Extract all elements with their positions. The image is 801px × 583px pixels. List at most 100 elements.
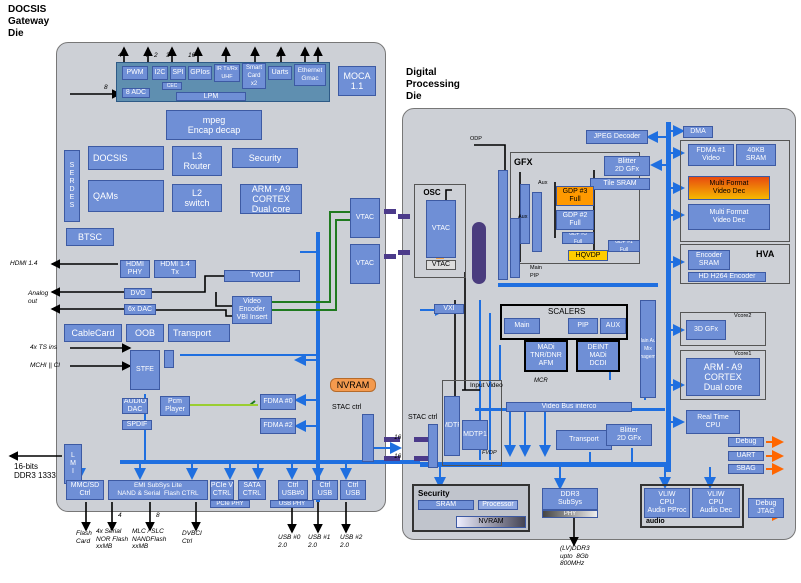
realtime-cpu-block[interactable]: Real Time CPU <box>686 410 740 434</box>
hqvdp-block[interactable]: HQVDP <box>568 250 608 261</box>
btsc-block[interactable]: BTSC <box>66 228 114 246</box>
jpeg-decoder-block[interactable]: JPEG Decoder <box>586 130 648 144</box>
vtac-top-block[interactable]: VTAC <box>350 198 380 238</box>
nvram-right-block[interactable]: NVRAM <box>456 516 526 528</box>
usb0-ctrl-block[interactable]: Ctrl USB#0 <box>278 480 308 500</box>
blitter-bottom-block[interactable]: Blitter 2D GFx <box>606 424 652 446</box>
mpeg-block[interactable]: mpeg Encap decap <box>166 110 262 140</box>
gdp3-full-block[interactable]: GDP #3 Full <box>556 186 594 206</box>
smart-card-block[interactable]: Smart Card x2 <box>242 63 266 89</box>
uart-block[interactable]: UART <box>728 451 764 461</box>
mixer-block[interactable]: Main Aux Mix Management <box>640 300 656 398</box>
processor-block[interactable]: Processor <box>478 500 518 510</box>
vtac-bottom-block[interactable]: VTAC <box>350 244 380 284</box>
pip-scaler-block[interactable]: PIP <box>568 318 598 334</box>
oob-block[interactable]: OOB <box>126 324 164 342</box>
main-scaler-block[interactable]: Main <box>504 318 540 334</box>
l3-router-block[interactable]: L3 Router <box>172 146 222 176</box>
qams-block[interactable]: QAMs <box>88 180 164 212</box>
fdma2-block[interactable]: FDMA #2 <box>260 418 296 434</box>
uarts-block[interactable]: Uarts <box>268 66 292 80</box>
pwm-block[interactable]: PWM <box>122 66 148 80</box>
docsis-block[interactable]: DOCSIS <box>88 146 164 170</box>
nvram-left-block[interactable]: NVRAM <box>330 378 376 392</box>
ethernet-block[interactable]: Ethernet Gmac <box>294 64 326 86</box>
madi-tnr-block[interactable]: MADi TNR/DNR AFM <box>524 340 568 372</box>
fdma0-block[interactable]: FDMA #0 <box>260 394 296 410</box>
video-bus-block[interactable]: Video Bus interco <box>506 402 632 412</box>
tile-sram-block[interactable]: Tile SRAM <box>590 178 650 190</box>
dac6x-block[interactable]: 6x DAC <box>124 304 156 315</box>
stac-ctrl-left-block[interactable] <box>362 414 374 462</box>
mdtp1-block[interactable]: MDTP1 <box>462 420 488 450</box>
mdtp-block[interactable]: MDTP <box>444 396 460 456</box>
hdmi-tx-block[interactable]: HDMI 1.4 Tx <box>154 260 196 278</box>
ir-uhf-block[interactable]: IR Tx/Rx UHF <box>214 64 240 82</box>
mf-video-dec2-block[interactable]: Multi Format Video Dec <box>688 204 770 230</box>
sram-block[interactable]: SRAM <box>418 500 474 510</box>
stfe-block[interactable]: STFE <box>130 350 160 390</box>
vxi-block[interactable]: VXI <box>434 304 464 314</box>
sbag-block[interactable]: SBAG <box>728 464 764 474</box>
aux-scaler-block[interactable]: AUX <box>600 318 626 334</box>
gdp-b-block[interactable]: GDP #1 Full <box>608 240 640 252</box>
h264-encoder-block[interactable]: HD H264 Encoder <box>688 272 766 282</box>
audio-frame <box>640 484 744 528</box>
encoder-sram-block[interactable]: Encoder SRAM <box>688 250 730 270</box>
debug-jtag-block[interactable]: Debug JTAG <box>748 498 784 518</box>
gfx3d-block[interactable]: 3D GFx <box>686 320 726 340</box>
scalers-label: SCALERS <box>548 307 586 316</box>
lmi-block[interactable]: L M I <box>64 444 82 484</box>
spdif-block[interactable]: SPDIF <box>122 420 152 430</box>
pcm-player-block[interactable]: Pcm Player <box>160 396 190 416</box>
osc-block[interactable]: OSC <box>423 188 441 197</box>
transport-right-block[interactable]: Transport <box>556 430 612 450</box>
phy-block[interactable]: PHY <box>542 510 598 518</box>
arm-a9-left-block[interactable]: ARM - A9 CORTEX Dual core <box>240 184 302 214</box>
video-encoder-block[interactable]: Video Encoder VBI Insert <box>232 296 272 324</box>
serdes-block[interactable]: S E R D E S <box>64 150 80 222</box>
vtac-right-frame <box>414 184 466 278</box>
sata-block[interactable]: SATA CTRL <box>238 480 266 500</box>
hdmi-phy-block[interactable]: HDMI PHY <box>120 260 150 278</box>
debug-block[interactable]: Debug <box>728 437 764 447</box>
vliw-dec-block[interactable]: VLIW CPU Audio Dec <box>692 488 740 518</box>
pcie-ctrl-block[interactable]: PCIe V CTRL <box>210 480 234 500</box>
emi-subsys-block[interactable]: EMI SubSys Lite NAND & Serial Flash CTRL <box>108 480 208 500</box>
gfx-port-c <box>498 170 508 280</box>
vliw-pproc-block[interactable]: VLIW CPU Audio PProc <box>644 488 690 518</box>
blitter-top-block[interactable]: Blitter 2D GFx <box>604 156 650 176</box>
mchi-ci-label: MCHI || CI <box>30 362 61 369</box>
sram40-block[interactable]: 40KB SRAM <box>736 144 776 166</box>
gdp-a-block[interactable]: GDP #3 Full <box>562 232 594 244</box>
deint-block[interactable]: DEINT MADi DCDI <box>576 340 620 372</box>
ddr3-subsys-block[interactable]: DDR3 SubSys <box>542 488 598 510</box>
dvo-block[interactable]: DVO <box>124 288 152 299</box>
scalers-frame[interactable] <box>500 304 628 340</box>
cec-block[interactable]: CEC <box>162 82 182 90</box>
l2-switch-block[interactable]: L2 switch <box>172 184 222 212</box>
gpios-block[interactable]: GPIos <box>188 66 212 80</box>
usb0-phy-block[interactable]: USB PHY <box>270 500 314 508</box>
tvout-block[interactable]: TVOUT <box>224 270 300 282</box>
usb2-ctrl-block[interactable]: Ctrl USB <box>340 480 366 500</box>
lpm-block[interactable]: LPM <box>176 92 246 101</box>
spi-block[interactable]: SPI <box>170 66 186 80</box>
stac-ctrl-right-block[interactable] <box>428 424 438 468</box>
vtac-osc-block[interactable]: VTAC <box>426 200 456 258</box>
adc-block[interactable]: 8 ADC <box>122 88 150 98</box>
audio-dac-block[interactable]: AUDIO DAC <box>122 398 148 414</box>
dma-block[interactable]: DMA <box>683 126 713 138</box>
mmc-sd-block[interactable]: MMC/SD Ctrl <box>66 480 104 500</box>
fdma1-block[interactable]: FDMA #1 Video <box>688 144 734 166</box>
transport-left-block[interactable]: Transport <box>168 324 230 342</box>
usb1-ctrl-block[interactable]: Ctrl USB <box>312 480 338 500</box>
gdp2-full-block[interactable]: GDP #2 Full <box>556 210 594 230</box>
i2c-block[interactable]: I2C <box>152 66 168 80</box>
pcie-phy-block[interactable]: PCIe PHY <box>210 500 250 508</box>
arm-a9-right-block[interactable]: ARM - A9 CORTEX Dual core <box>686 358 760 396</box>
security-block[interactable]: Security <box>232 148 298 168</box>
mf-video-dec1-block[interactable]: Multi Format Video Dec <box>688 176 770 200</box>
moca-block[interactable]: MOCA 1.1 <box>338 66 376 96</box>
cablecard-block[interactable]: CableCard <box>64 324 122 342</box>
